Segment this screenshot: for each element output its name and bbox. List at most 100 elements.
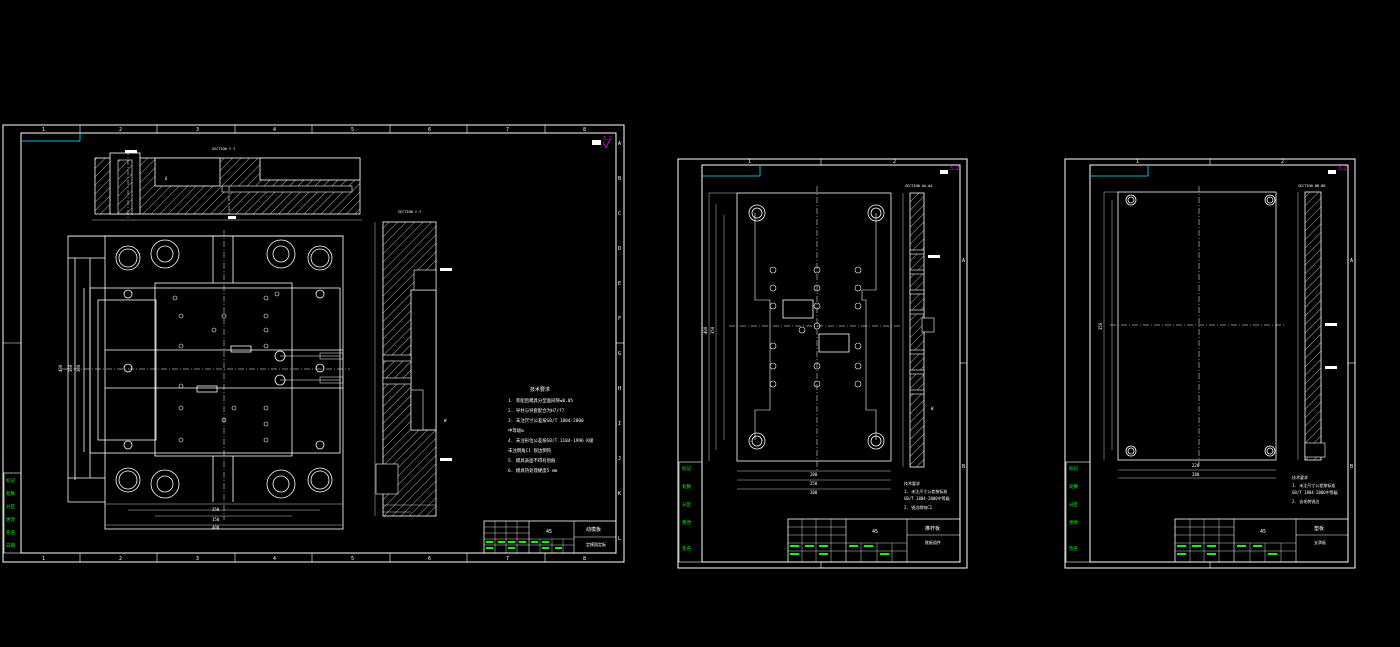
svg-text:W: W bbox=[444, 418, 447, 423]
svg-text:3.2: 3.2 bbox=[603, 136, 612, 142]
svg-text:3. 未注尺寸公差按GB/T 1804-2000: 3. 未注尺寸公差按GB/T 1804-2000 bbox=[508, 417, 584, 424]
svg-text:6: 6 bbox=[428, 556, 431, 562]
svg-text:8: 8 bbox=[583, 556, 586, 562]
sheet-2[interactable]: 1 2 A B 3.2 bbox=[677, 158, 968, 569]
sheet-1-outer-border bbox=[2, 124, 625, 563]
svg-text:处数: 处数 bbox=[6, 490, 15, 497]
sheet-3-title-block: 45 垫板 支承板 bbox=[1174, 518, 1349, 563]
svg-text:推杆板: 推杆板 bbox=[925, 525, 940, 532]
svg-text:3: 3 bbox=[196, 127, 199, 133]
svg-text:W: W bbox=[931, 406, 934, 411]
svg-text:3.2: 3.2 bbox=[1338, 166, 1347, 172]
svg-text:2. 锐边倒钝C1: 2. 锐边倒钝C1 bbox=[904, 504, 933, 510]
svg-text:GB/T 1804-2000中等级: GB/T 1804-2000中等级 bbox=[1292, 489, 1338, 495]
svg-text:更改: 更改 bbox=[682, 519, 691, 526]
svg-text:6: 6 bbox=[428, 127, 431, 133]
svg-text:SECTION Y-Y: SECTION Y-Y bbox=[398, 210, 422, 214]
sheet-1-side-section-view: SECTION Y-Y W bbox=[374, 210, 452, 517]
svg-text:签名: 签名 bbox=[682, 545, 691, 552]
svg-text:5: 5 bbox=[351, 127, 354, 133]
svg-text:处数: 处数 bbox=[1069, 483, 1078, 490]
svg-text:D: D bbox=[618, 246, 621, 252]
svg-text:垫板: 垫板 bbox=[1314, 525, 1324, 532]
svg-text:400: 400 bbox=[58, 364, 63, 372]
svg-text:I: I bbox=[618, 421, 621, 427]
sheet-2-roughness-symbol: 3.2 bbox=[940, 166, 959, 174]
sheet-2-side-section-view: SECTION AA-AA W bbox=[902, 184, 940, 468]
svg-text:2: 2 bbox=[119, 127, 122, 133]
sheet-3-side-section-view: SECTION BB-BB bbox=[1297, 184, 1337, 461]
svg-text:分区: 分区 bbox=[1069, 501, 1078, 508]
svg-text:200: 200 bbox=[810, 472, 818, 477]
svg-text:2: 2 bbox=[893, 159, 896, 165]
svg-text:F: F bbox=[618, 316, 621, 322]
svg-text:SECTION Y-Y: SECTION Y-Y bbox=[212, 147, 236, 151]
svg-text:B: B bbox=[1350, 464, 1353, 470]
svg-text:280: 280 bbox=[1192, 472, 1200, 477]
svg-text:1: 1 bbox=[42, 127, 45, 133]
sheet-1-border-numbers: 1 2 3 4 5 6 7 8 1 2 3 4 5 6 7 8 bbox=[42, 127, 586, 562]
sheet-2-outer-border bbox=[677, 158, 968, 569]
svg-text:A: A bbox=[1350, 258, 1353, 264]
svg-text:45: 45 bbox=[1260, 529, 1266, 535]
svg-text:5. 模具表面不得有划痕: 5. 模具表面不得有划痕 bbox=[508, 457, 556, 464]
svg-text:220: 220 bbox=[1192, 463, 1200, 468]
sheet-1[interactable]: 1 2 3 4 5 6 7 8 1 2 3 4 5 6 7 8 bbox=[2, 124, 625, 563]
svg-text:1: 1 bbox=[1136, 159, 1139, 165]
svg-text:技术要求: 技术要求 bbox=[1292, 474, 1308, 480]
svg-text:支承板: 支承板 bbox=[1314, 539, 1326, 545]
sheet-1-roughness-symbol: 3.2 bbox=[592, 136, 612, 149]
svg-text:7: 7 bbox=[506, 556, 509, 562]
svg-text:45: 45 bbox=[872, 529, 878, 535]
sheet-1-plan-dimensions: 250 350 400 400 350 300 bbox=[58, 364, 220, 530]
sheet-2-plan-dimensions: 200 250 300 400 350 bbox=[703, 326, 818, 495]
svg-text:1: 1 bbox=[748, 159, 751, 165]
svg-text:C: C bbox=[618, 211, 621, 217]
sheet-3-plan-dimensions: 220 280 350 bbox=[1098, 322, 1200, 477]
svg-text:分区: 分区 bbox=[6, 503, 15, 510]
svg-text:E: E bbox=[618, 281, 621, 287]
svg-text:技术要求: 技术要求 bbox=[904, 480, 920, 486]
svg-text:2. 去毛刺锐边: 2. 去毛刺锐边 bbox=[1292, 498, 1319, 504]
svg-text:签名: 签名 bbox=[6, 529, 15, 536]
sheet-1-plan-view bbox=[62, 230, 350, 530]
svg-text:未注倒角C1 锐边倒钝: 未注倒角C1 锐边倒钝 bbox=[508, 447, 552, 454]
sheet-3-left-tags: 标记 处数 分区 更改 签名 bbox=[1065, 461, 1091, 563]
svg-text:A: A bbox=[618, 141, 621, 147]
svg-text:2: 2 bbox=[119, 556, 122, 562]
svg-text:分区: 分区 bbox=[682, 501, 691, 508]
sheet-2-plan-view bbox=[708, 186, 900, 490]
sheet-3-technical-notes: 技术要求 1. 未注尺寸公差按标准 GB/T 1804-2000中等级 2. 去… bbox=[1292, 474, 1338, 504]
svg-text:4: 4 bbox=[273, 127, 276, 133]
sheet-1-row-letters: A B C D E F G H I J K L bbox=[618, 141, 621, 542]
svg-text:2. 导柱与导套配合为H7/f7: 2. 导柱与导套配合为H7/f7 bbox=[508, 407, 565, 414]
svg-text:6. 模具热处理硬度5 mm: 6. 模具热处理硬度5 mm bbox=[508, 467, 558, 474]
svg-text:G: G bbox=[618, 351, 621, 357]
sheet-2-left-tags: 标记 处数 分区 更改 签名 bbox=[678, 461, 703, 563]
svg-text:H: H bbox=[618, 386, 621, 392]
svg-text:处数: 处数 bbox=[682, 483, 691, 490]
svg-text:B: B bbox=[618, 176, 621, 182]
svg-text:3.2: 3.2 bbox=[950, 166, 959, 172]
svg-text:2: 2 bbox=[1281, 159, 1284, 165]
sheet-3[interactable]: 1 2 A B 3.2 220 280 3 bbox=[1064, 158, 1356, 569]
svg-text:4. 未注形位公差按GB/T 1184-1996 K级: 4. 未注形位公差按GB/T 1184-1996 K级 bbox=[508, 437, 594, 444]
svg-text:动模板: 动模板 bbox=[586, 526, 601, 533]
svg-text:B: B bbox=[962, 464, 965, 470]
sheet-3-border-marks: 1 2 A B bbox=[1136, 159, 1353, 470]
svg-text:标记: 标记 bbox=[682, 465, 691, 472]
svg-text:K: K bbox=[618, 491, 621, 497]
svg-text:1. 未注尺寸公差按标准: 1. 未注尺寸公差按标准 bbox=[1292, 482, 1335, 488]
svg-text:8: 8 bbox=[583, 127, 586, 133]
svg-text:1. 装配后模具分型面间隙≤0.05: 1. 装配后模具分型面间隙≤0.05 bbox=[508, 397, 573, 404]
svg-text:定模固定板: 定模固定板 bbox=[586, 541, 606, 547]
svg-text:签名: 签名 bbox=[1069, 545, 1078, 552]
svg-text:推板组件: 推板组件 bbox=[925, 539, 941, 545]
svg-text:日期: 日期 bbox=[6, 543, 15, 549]
sheet-1-top-section-view: SECTION Y-Y 6 bbox=[92, 147, 362, 221]
sheet-3-roughness-symbol: 3.2 bbox=[1328, 166, 1347, 174]
svg-text:A: A bbox=[962, 258, 965, 264]
svg-text:标记: 标记 bbox=[6, 477, 15, 484]
svg-text:350: 350 bbox=[68, 364, 73, 372]
